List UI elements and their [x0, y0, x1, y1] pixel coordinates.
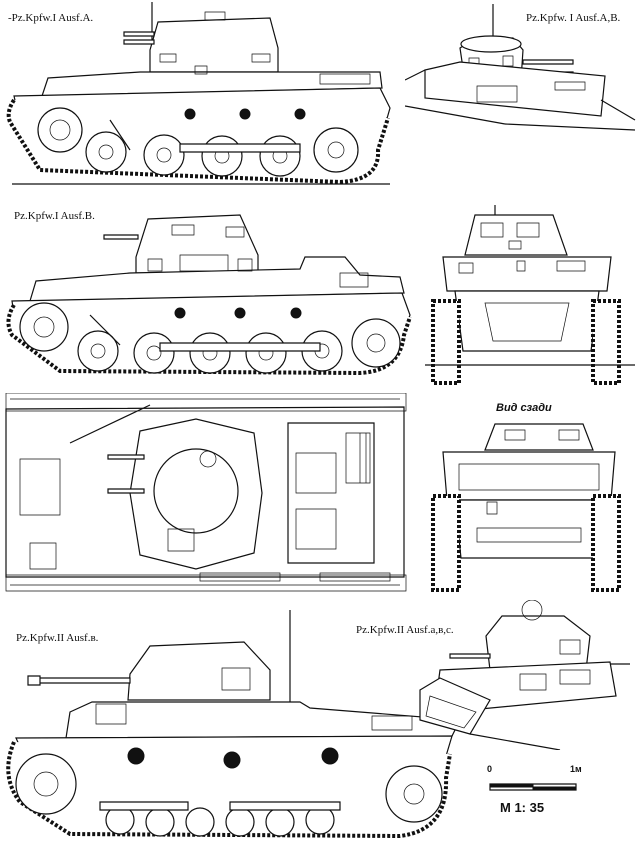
label-pz1-ausf-b: Pz.Kpfw.I Ausf.B. [14, 210, 95, 222]
label-pz1-ausf-a: -Pz.Kpfw.I Ausf.A. [8, 12, 94, 24]
label-pz1-ausf-ab: Pz.Kpfw. I Ausf.A,B. [526, 12, 621, 24]
pz1-ausf-a-side-view [0, 0, 400, 195]
scale-bar [486, 776, 586, 796]
pz1-ausf-ab-three-quarter-view [405, 0, 640, 140]
label-pz2-ausf-abc: Pz.Kpfw.II Ausf.a,в,c. [356, 624, 454, 636]
pz2-ausf-abc-three-quarter-view [410, 600, 640, 750]
pz2-ausf-b-side-view [0, 608, 460, 848]
scale-ratio-label: М 1: 35 [500, 800, 545, 815]
scale-one-meter-label: 1м [570, 764, 582, 774]
scale-zero-label: 0 [487, 764, 493, 774]
rear-view-label: Вид сзади [496, 402, 552, 414]
pz1-top-view [0, 393, 420, 593]
pz1-ausf-b-front-view [425, 205, 640, 385]
pz1-rear-view [425, 418, 640, 598]
label-pz2-ausf-b: Pz.Kpfw.II Ausf.в. [16, 632, 99, 644]
pz1-ausf-b-side-view [0, 195, 420, 385]
